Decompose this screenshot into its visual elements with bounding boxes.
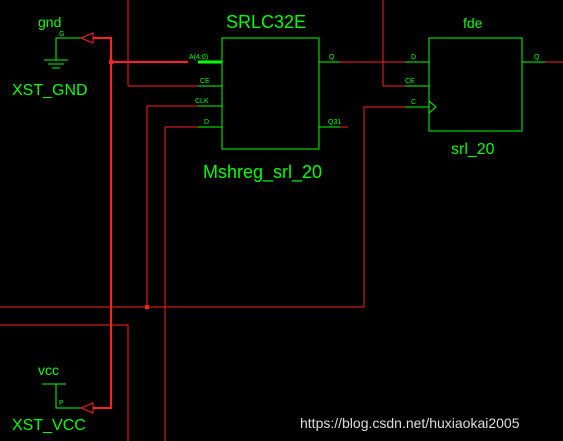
srl-pin-a-label: A(4:0) xyxy=(189,54,208,61)
fde-body xyxy=(428,37,523,132)
gnd-symbol[interactable]: gnd G XST_GND xyxy=(12,14,94,99)
srl-instance-label: Mshreg_srl_20 xyxy=(203,162,322,183)
fde-instance-label: srl_20 xyxy=(451,141,495,158)
gnd-output-arrow-icon xyxy=(79,32,94,44)
fde-pin-c-label: C xyxy=(411,99,416,106)
fde-clk-wire[interactable] xyxy=(0,106,410,308)
clock-edge-icon xyxy=(428,100,437,114)
fde-pin-d-label: D xyxy=(411,54,416,61)
srl-pin-q31-label: Q31 xyxy=(328,119,341,126)
watermark: https://blog.csdn.net/huxiaokai2005 xyxy=(300,415,520,431)
gnd-stem xyxy=(55,37,81,60)
srl-pin-q-label: Q xyxy=(329,54,335,61)
vcc-type-label: vcc xyxy=(38,362,59,378)
junctions xyxy=(109,60,149,309)
vcc-output-arrow-icon xyxy=(79,402,94,414)
fde-type-label: fde xyxy=(463,15,483,31)
junction-dot xyxy=(109,60,113,64)
fde-pin-q-label: Q xyxy=(534,54,540,61)
junction-dot xyxy=(145,305,149,309)
srl-pin-d-label: D xyxy=(204,119,209,126)
srl-pin-ce-label: CE xyxy=(200,78,210,85)
gnd-net-to-address[interactable] xyxy=(93,37,112,409)
fde-pin-ce-label: CE xyxy=(405,78,415,85)
d-wire[interactable] xyxy=(164,126,198,441)
vcc-stem xyxy=(55,384,81,409)
srlc32e-block[interactable]: SRLC32E A(4:0) CE CLK D Q Q31 Mshreg_srl… xyxy=(189,12,341,183)
srl-type-label: SRLC32E xyxy=(226,12,306,32)
srl-body xyxy=(221,37,320,150)
clk-wire[interactable] xyxy=(146,105,198,307)
fde-block[interactable]: fde D CE C Q srl_20 xyxy=(405,15,545,158)
vcc-pin-label: P xyxy=(59,400,64,407)
vcc-instance-label: XST_VCC xyxy=(12,417,86,434)
gnd-instance-label: XST_GND xyxy=(12,82,88,99)
bottom-wire[interactable] xyxy=(0,324,129,441)
srl-pin-clk-label: CLK xyxy=(195,98,209,105)
gnd-type-label: gnd xyxy=(38,14,61,30)
vcc-symbol[interactable]: vcc P XST_VCC xyxy=(12,362,94,434)
gnd-pin-label: G xyxy=(59,31,64,38)
